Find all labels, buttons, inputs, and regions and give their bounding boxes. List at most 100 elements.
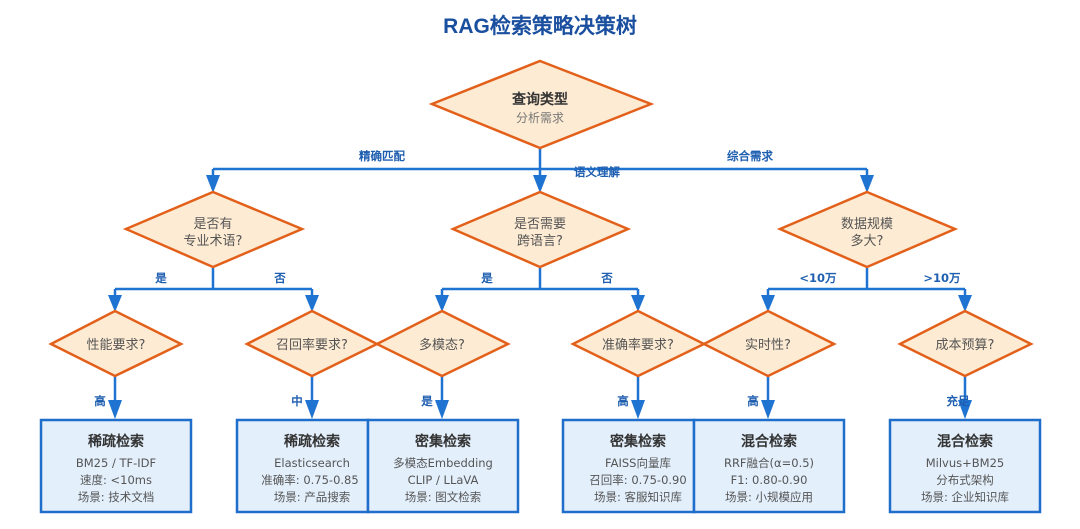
leaf-box [235, 418, 370, 514]
arrow-leaf-4 [631, 400, 645, 419]
edge-label-leaf-2: 中 [291, 394, 303, 408]
diamond-recall [244, 309, 380, 378]
question-text: 多模态? [419, 337, 465, 353]
edge-label-b2-yes: 是 [480, 271, 493, 285]
edge-label-b1-yes: 是 [154, 271, 167, 285]
leaf-hybrid-milvus: 混合检索 Milvus+BM25 分布式架构 场景: 企业知识库 [888, 418, 1042, 514]
diamond-cross-language [449, 190, 632, 269]
leaf-box [39, 418, 193, 514]
arrow-leaf-3 [435, 400, 449, 419]
leaf-sparse-technical: 稀疏检索 BM25 / TF-IDF 速度: <10ms 场景: 技术文档 [39, 418, 193, 514]
decision-node-cost: 成本预算? [897, 309, 1034, 378]
edge-label-leaf-1: 高 [94, 394, 106, 408]
question-line-2: 多大? [851, 233, 884, 249]
arrow-b3-right [958, 295, 972, 312]
leaf-line: CLIP / LLaVA [408, 473, 479, 487]
leaf-line: RRF融合(α=0.5) [724, 456, 814, 470]
edge-label-b1-no: 否 [273, 271, 286, 285]
arrow-leaf-2 [305, 400, 319, 419]
arrow-b3-left [761, 295, 775, 312]
arrow-branch-2 [533, 175, 547, 193]
leaf-dense-multimodal: 密集检索 多模态Embedding CLIP / LLaVA 场景: 图文检索 [366, 418, 520, 514]
question-text: 实时性? [745, 338, 791, 353]
edges [108, 145, 972, 419]
leaf-title: 密集检索 [414, 433, 471, 450]
root-title: 查询类型 [512, 91, 568, 108]
decision-node-terminology: 是否有 专业术语? [122, 190, 306, 269]
leaf-dense-faiss: 密集检索 FAISS向量库 召回率: 0.75-0.90 场景: 客服知识库 [561, 418, 696, 514]
leaf-title: 稀疏检索 [88, 433, 144, 450]
leaf-line: 场景: 小规模应用 [725, 490, 813, 504]
root-subtitle: 分析需求 [516, 111, 564, 125]
diagram-title: RAG检索策略决策树 [443, 14, 637, 38]
question-line-1: 数据规模 [841, 217, 893, 232]
edge-label-combined: 综合需求 [727, 149, 773, 163]
leaf-line: 多模态Embedding [393, 456, 493, 470]
leaf-line: 召回率: 0.75-0.90 [589, 473, 686, 487]
arrow-branch-3 [860, 175, 874, 193]
leaf-line: Elasticsearch [274, 456, 350, 470]
leaf-box [692, 418, 846, 514]
edge-label-leaf-4: 高 [617, 394, 629, 408]
leaf-line: FAISS向量库 [605, 456, 671, 470]
decision-node-cross-language: 是否需要 跨语言? [449, 190, 632, 269]
root-decision-node: 查询类型 分析需求 [428, 59, 655, 150]
arrow-b2-left [435, 295, 449, 312]
arrow-leaf-5 [761, 400, 775, 419]
leaf-title: 混合检索 [741, 433, 797, 450]
leaf-line: 分布式架构 [936, 473, 994, 487]
leaf-line: 场景: 技术文档 [78, 490, 155, 504]
leaf-line: 速度: <10ms [80, 473, 152, 487]
edge-label-exact-match: 精确匹配 [359, 149, 405, 163]
leaf-line: Milvus+BM25 [926, 456, 1004, 470]
edge-label-b3-small: <10万 [799, 271, 837, 285]
decision-node-multimodal: 多模态? [374, 309, 511, 378]
arrow-leaf-1 [108, 400, 122, 419]
question-text: 召回率要求? [276, 337, 348, 353]
question-text: 成本预算? [936, 338, 995, 353]
leaf-sparse-product: 稀疏检索 Elasticsearch 准确率: 0.75-0.85 场景: 产品… [235, 418, 370, 514]
question-text: 性能要求? [87, 338, 146, 353]
edge-label-leaf-6: 充足 [947, 394, 970, 408]
decision-node-recall: 召回率要求? [244, 309, 380, 378]
edge-label-semantic: 语义理解 [574, 165, 620, 179]
question-line-2: 专业术语? [184, 234, 243, 249]
edge-label-b3-large: >10万 [923, 271, 961, 285]
question-text: 准确率要求? [602, 337, 674, 353]
arrow-leaf-6 [958, 400, 972, 419]
arrow-b1-left [108, 295, 122, 312]
leaf-line: 准确率: 0.75-0.85 [261, 473, 358, 487]
leaf-title: 稀疏检索 [284, 433, 340, 450]
diamond-data-scale [776, 190, 959, 269]
leaf-line: 场景: 图文检索 [405, 490, 482, 504]
decision-node-data-scale: 数据规模 多大? [776, 190, 959, 269]
leaf-box [888, 418, 1042, 514]
edge-label-b2-no: 否 [600, 271, 613, 285]
leaf-box [366, 418, 520, 514]
leaf-line: 场景: 企业知识库 [921, 490, 1009, 504]
leaf-line: 场景: 产品搜索 [274, 490, 351, 504]
diamond-realtime [701, 309, 837, 378]
arrow-b1-right [305, 295, 319, 312]
leaf-hybrid-rrf: 混合检索 RRF融合(α=0.5) F1: 0.80-0.90 场景: 小规模应… [692, 418, 846, 514]
question-line-2: 跨语言? [517, 234, 563, 249]
arrow-b2-right [631, 295, 645, 312]
leaf-title: 混合检索 [937, 433, 993, 450]
decision-node-realtime: 实时性? [701, 309, 837, 378]
root-diamond [428, 59, 655, 150]
question-line-1: 是否有 [193, 217, 232, 232]
edge-labels: 精确匹配 语义理解 综合需求 是 否 是 否 <10万 >10万 高 中 是 高… [94, 149, 970, 408]
diamond-performance [48, 309, 184, 378]
decision-node-accuracy: 准确率要求? [570, 309, 707, 378]
diamond-multimodal [374, 309, 511, 378]
arrow-branch-1 [206, 175, 220, 193]
leaf-line: BM25 / TF-IDF [76, 456, 156, 470]
diamond-terminology [122, 190, 306, 269]
diamond-cost [897, 309, 1034, 378]
edge-label-leaf-3: 是 [420, 394, 433, 408]
leaf-line: F1: 0.80-0.90 [731, 473, 808, 487]
edge-label-leaf-5: 高 [747, 394, 759, 408]
leaf-title: 密集检索 [609, 433, 666, 450]
diamond-accuracy [570, 309, 707, 378]
